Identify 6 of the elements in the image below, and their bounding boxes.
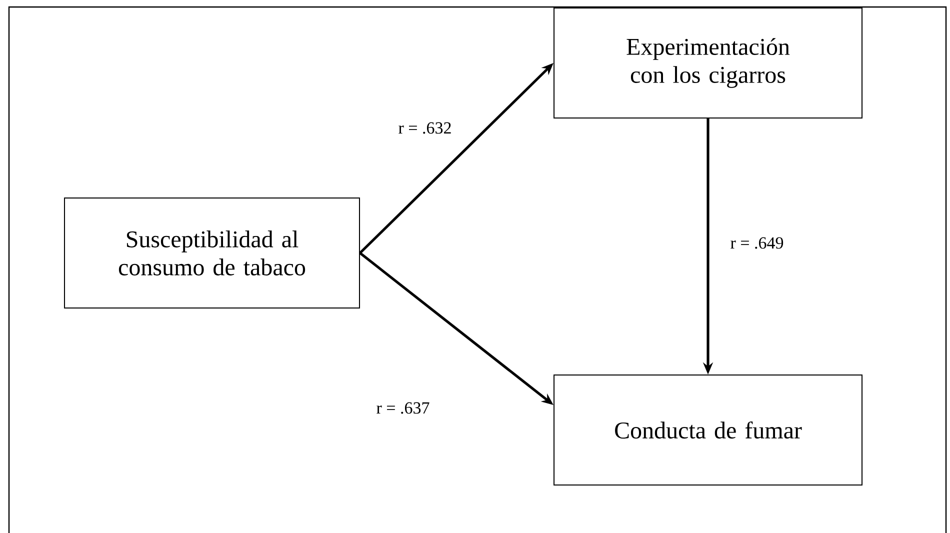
text-box: Experimentación con los cigarros xyxy=(554,8,862,118)
edge-label: r = .632 xyxy=(397,121,453,135)
edge-label: r = .649 xyxy=(729,236,785,250)
edge-label: r = .637 xyxy=(375,401,431,415)
text-box: Conducta de fumar xyxy=(554,374,862,486)
text-box: Susceptibilidad al consumo de tabaco xyxy=(64,198,360,308)
